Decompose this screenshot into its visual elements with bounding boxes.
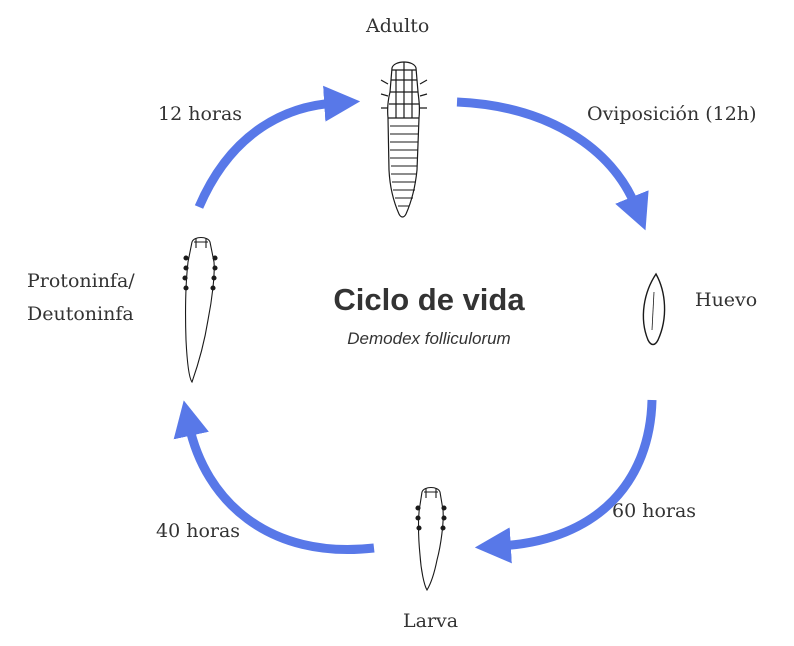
stage-label-egg: Huevo [695, 289, 758, 311]
diagram-subtitle: Demodex folliculorum [347, 329, 511, 348]
stage-label-protonymph: Protoninfa/ [27, 270, 135, 292]
transition-label-egg-to-larva: 60 horas [612, 500, 697, 522]
larva-mite-icon [415, 486, 447, 592]
adult-mite-icon [380, 61, 428, 218]
transition-label-adult-to-egg: Oviposición (12h) [587, 103, 757, 125]
transition-label-protonymph-to-adult: 12 horas [158, 103, 243, 125]
stage-label-larva: Larva [403, 610, 459, 632]
protonymph-mite-icon [182, 236, 218, 384]
stage-label-adult: Adulto [366, 15, 430, 37]
arrow-larva-to-protonymph [173, 400, 375, 554]
transition-label-larva-to-protonymph: 40 horas [156, 520, 241, 542]
diagram-title: Ciclo de vida [333, 282, 525, 317]
arrow-adult-to-egg [456, 97, 649, 231]
arrow-egg-to-larva [474, 399, 657, 564]
arrow-protonymph-to-adult [194, 85, 361, 209]
stage-label-deutonymph: Deutoninfa [27, 303, 134, 325]
egg-icon [642, 272, 666, 346]
